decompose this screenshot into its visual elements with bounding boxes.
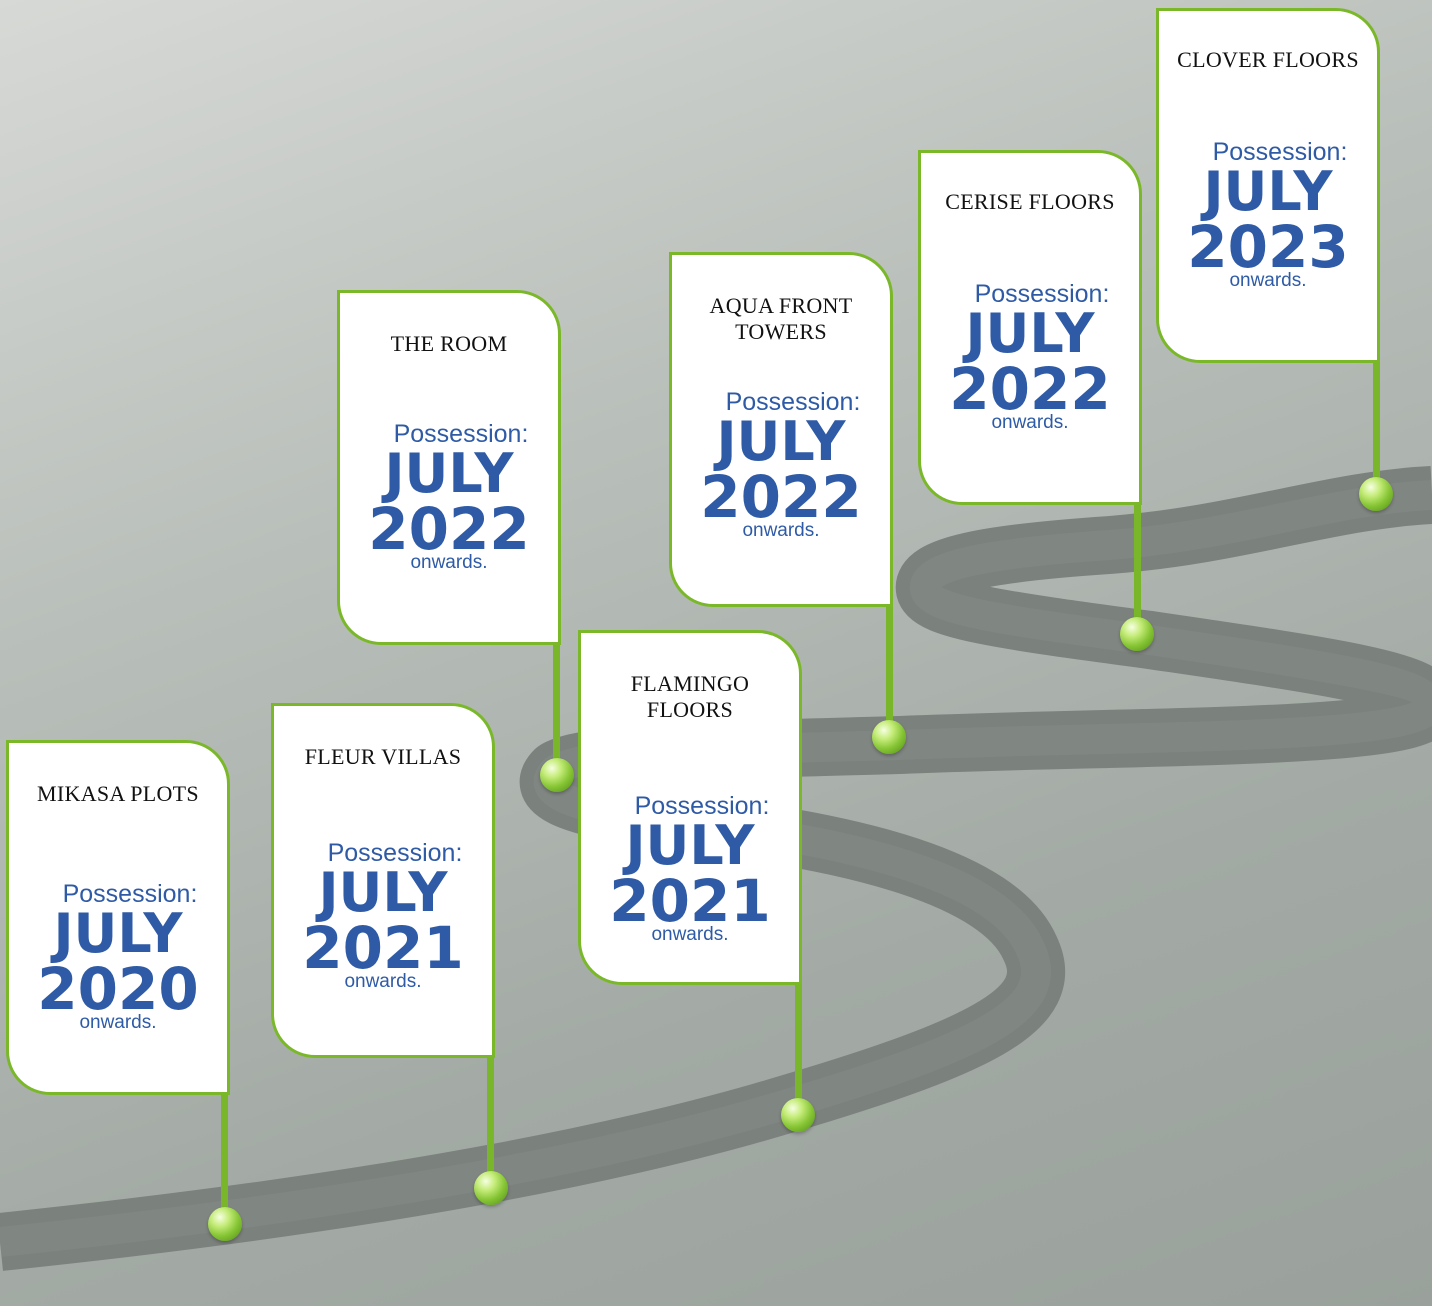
possession-suffix: onwards. — [651, 924, 729, 945]
possession-block: Possession: JULY 2023 onwards. — [1159, 139, 1377, 291]
possession-year: 2021 — [302, 914, 464, 982]
possession-month: JULY — [318, 861, 448, 924]
possession-block: Possession: JULY 2021 onwards. — [274, 840, 492, 992]
milestone-flag-mikasa-plots: MIKASA PLOTS Possession: JULY 2020 onwar… — [6, 740, 230, 1095]
possession-label: Possession: — [725, 388, 861, 416]
milestone-flag-aqua-front-towers: AQUA FRONT TOWERS Possession: JULY 2022 … — [669, 252, 893, 607]
possession-block: Possession: JULY 2020 onwards. — [9, 881, 227, 1033]
road-marker-ball — [781, 1098, 815, 1132]
road-marker-ball — [872, 720, 906, 754]
possession-year: 2022 — [700, 463, 862, 531]
possession-month: JULY — [625, 814, 755, 877]
project-name: FLEUR VILLAS — [304, 744, 462, 769]
milestone-flag-flamingo-floors: FLAMINGO FLOORS Possession: JULY 2021 on… — [578, 630, 802, 985]
possession-month: JULY — [965, 302, 1095, 365]
milestone-flag-fleur-villas: FLEUR VILLAS Possession: JULY 2021 onwar… — [271, 703, 495, 1058]
possession-year: 2020 — [37, 955, 199, 1023]
project-name: AQUA FRONT TOWERS — [709, 293, 853, 344]
flag-pole — [795, 980, 802, 1100]
milestone-flag-cerise-floors: CERISE FLOORS Possession: JULY 2022 onwa… — [918, 150, 1142, 505]
flag-pole — [886, 600, 893, 725]
possession-label: Possession: — [1212, 138, 1348, 166]
flag-pole — [1373, 358, 1380, 483]
possession-label: Possession: — [393, 420, 529, 448]
possession-month: JULY — [53, 902, 183, 965]
possession-block: Possession: JULY 2021 onwards. — [581, 793, 799, 945]
possession-year: 2021 — [609, 867, 771, 935]
road-marker-ball — [1120, 617, 1154, 651]
project-name: CLOVER FLOORS — [1177, 47, 1359, 72]
project-name: THE ROOM — [390, 331, 508, 356]
milestone-flag-clover-floors: CLOVER FLOORS Possession: JULY 2023 onwa… — [1156, 8, 1380, 363]
project-name: MIKASA PLOTS — [37, 781, 199, 806]
road-marker-ball — [540, 758, 574, 792]
possession-month: JULY — [384, 442, 514, 505]
possession-month: JULY — [716, 410, 846, 473]
possession-year: 2022 — [949, 355, 1111, 423]
project-name: FLAMINGO FLOORS — [630, 671, 750, 722]
possession-label: Possession: — [62, 880, 198, 908]
possession-suffix: onwards. — [1229, 270, 1307, 291]
flag-pole — [487, 1050, 494, 1180]
possession-suffix: onwards. — [742, 520, 820, 541]
possession-suffix: onwards. — [410, 552, 488, 573]
possession-block: Possession: JULY 2022 onwards. — [921, 281, 1139, 433]
possession-suffix: onwards. — [991, 412, 1069, 433]
flag-pole — [221, 1090, 228, 1220]
possession-block: Possession: JULY 2022 onwards. — [672, 389, 890, 541]
flag-pole — [553, 640, 560, 765]
project-name: CERISE FLOORS — [945, 189, 1115, 214]
possession-label: Possession: — [327, 839, 463, 867]
road-marker-ball — [208, 1207, 242, 1241]
possession-month: JULY — [1203, 160, 1333, 223]
flag-pole — [1134, 500, 1141, 620]
milestone-flag-the-room: THE ROOM Possession: JULY 2022 onwards. — [337, 290, 561, 645]
possession-year: 2022 — [368, 495, 530, 563]
possession-suffix: onwards. — [79, 1012, 157, 1033]
possession-year: 2023 — [1187, 213, 1349, 281]
possession-label: Possession: — [974, 280, 1110, 308]
possession-suffix: onwards. — [344, 971, 422, 992]
road-marker-ball — [1359, 477, 1393, 511]
possession-block: Possession: JULY 2022 onwards. — [340, 421, 558, 573]
road-marker-ball — [474, 1171, 508, 1205]
possession-label: Possession: — [634, 792, 770, 820]
